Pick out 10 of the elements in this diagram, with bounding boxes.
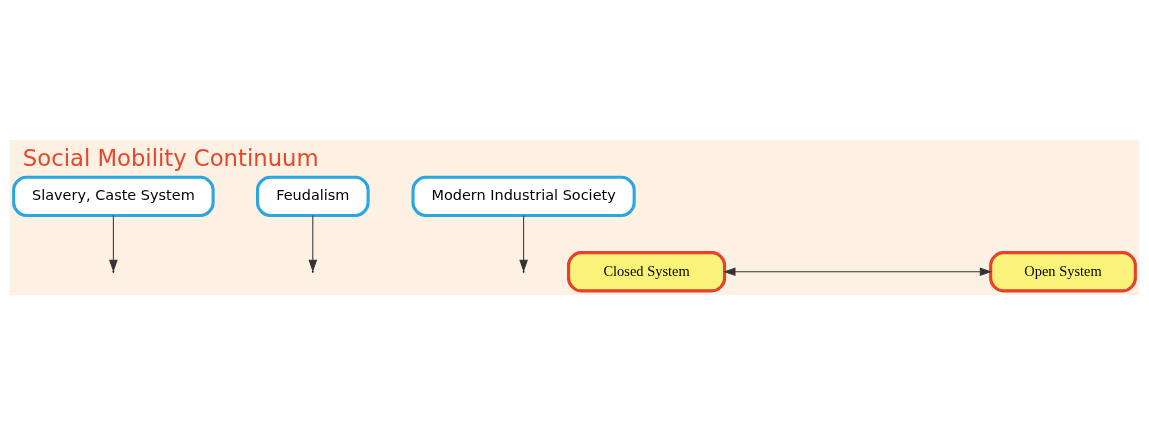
node-box: Closed System bbox=[567, 250, 727, 292]
node-box: Open System bbox=[989, 250, 1137, 292]
diagram-title: Social Mobility Continuum bbox=[22, 144, 319, 171]
arrow bbox=[519, 214, 528, 272]
arrow bbox=[109, 214, 118, 272]
node-box: Modern Industrial Society bbox=[411, 175, 636, 217]
node-box: Feudalism bbox=[255, 175, 370, 217]
node-box: Slavery, Caste System bbox=[12, 175, 215, 217]
arrow bbox=[308, 214, 318, 272]
arrow bbox=[723, 266, 993, 276]
